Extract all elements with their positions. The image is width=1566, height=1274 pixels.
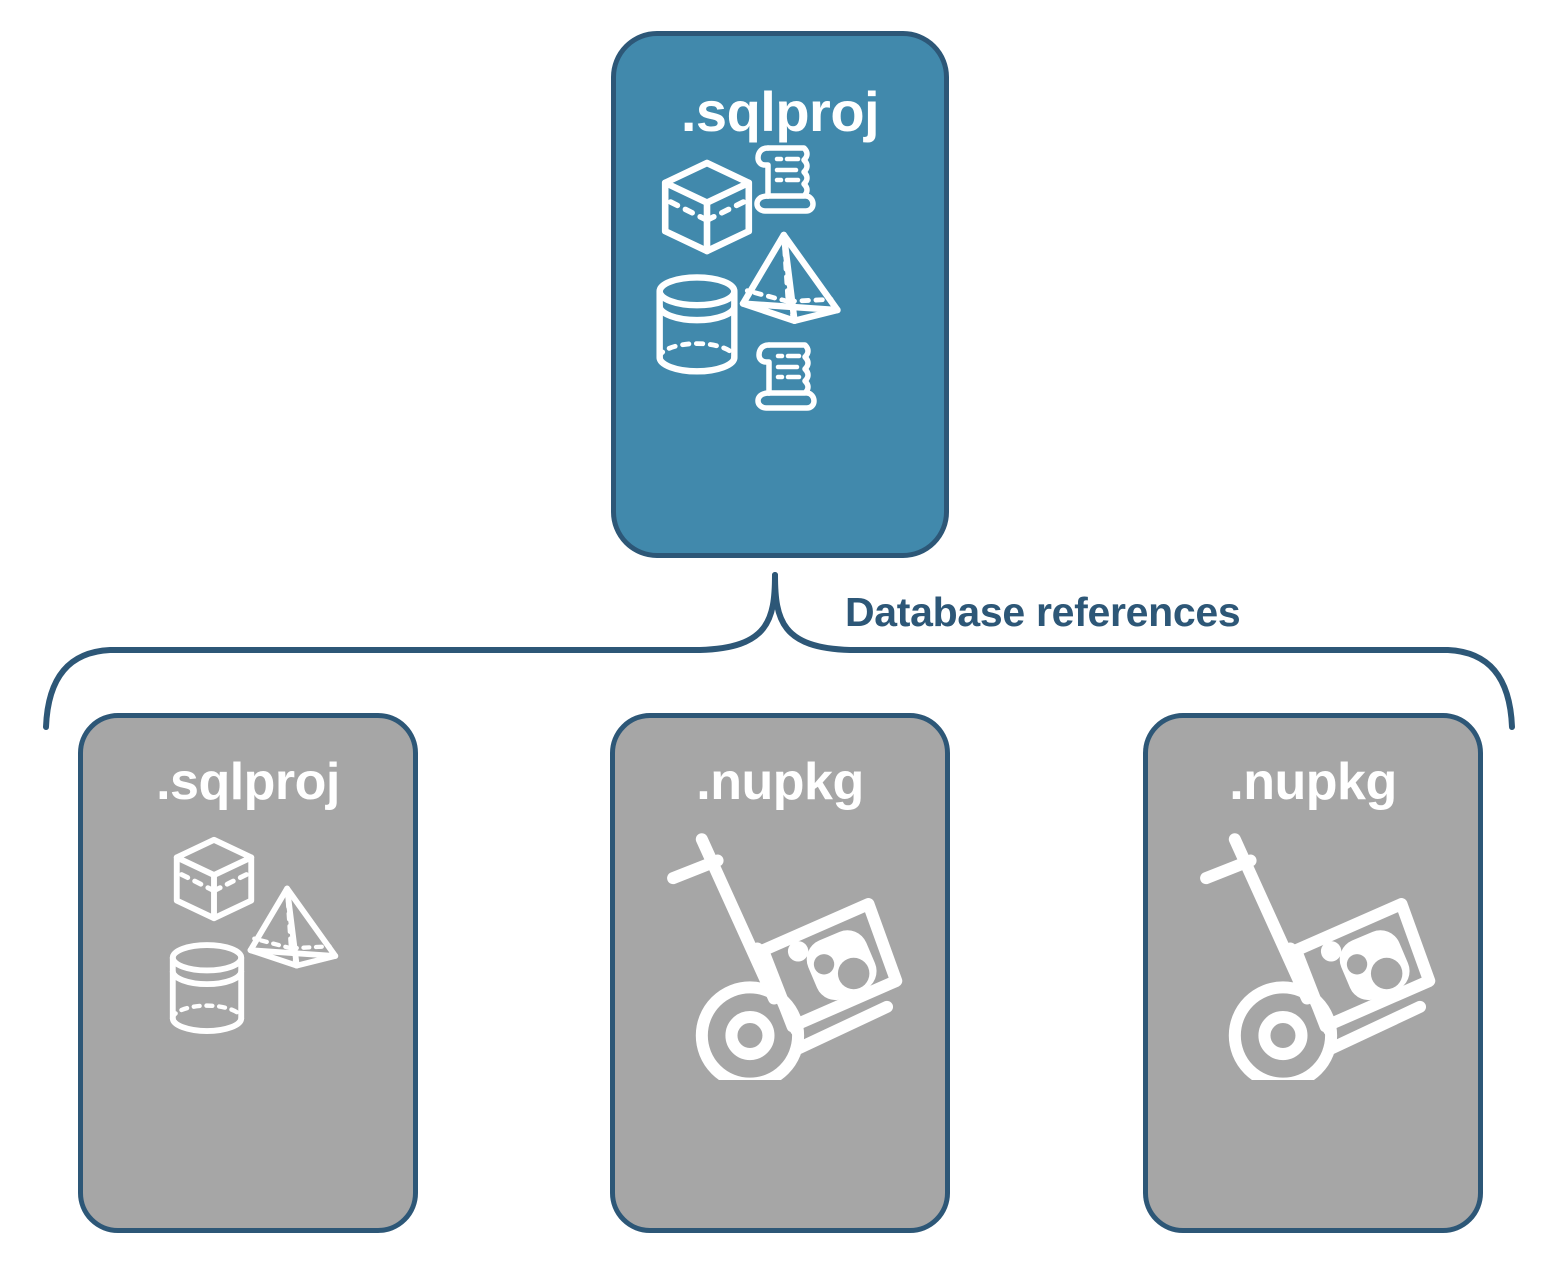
cube-wireframe-icon [661, 159, 753, 255]
node-reference-1-icon-cluster [83, 808, 413, 1228]
node-reference-2-icon-cluster [615, 808, 945, 1228]
node-root-sqlproj[interactable]: .sqlproj [611, 31, 949, 558]
connector-label: Database references [845, 589, 1241, 635]
node-reference-sqlproj[interactable]: .sqlproj [78, 713, 418, 1233]
node-root-title: .sqlproj [680, 80, 880, 143]
cube-wireframe-icon [173, 836, 255, 922]
node-reference-nupkg-2[interactable]: .nupkg [1143, 713, 1483, 1233]
node-reference-1-title: .sqlproj [156, 753, 340, 811]
pyramid-wireframe-icon [739, 231, 841, 324]
pyramid-wireframe-icon [247, 885, 339, 969]
node-reference-3-icon-cluster [1148, 808, 1478, 1228]
node-reference-nupkg-1[interactable]: .nupkg [610, 713, 950, 1233]
hand-truck-package-icon [1200, 833, 1436, 1080]
cylinder-wireframe-icon [656, 274, 738, 375]
node-reference-3-title: .nupkg [1229, 753, 1397, 811]
scroll-script-icon [754, 145, 816, 214]
node-root-icon-cluster [616, 140, 944, 553]
cylinder-wireframe-icon [169, 942, 245, 1034]
node-reference-2-title: .nupkg [696, 753, 864, 811]
scroll-script-icon [755, 342, 817, 411]
hand-truck-package-icon [667, 833, 903, 1080]
